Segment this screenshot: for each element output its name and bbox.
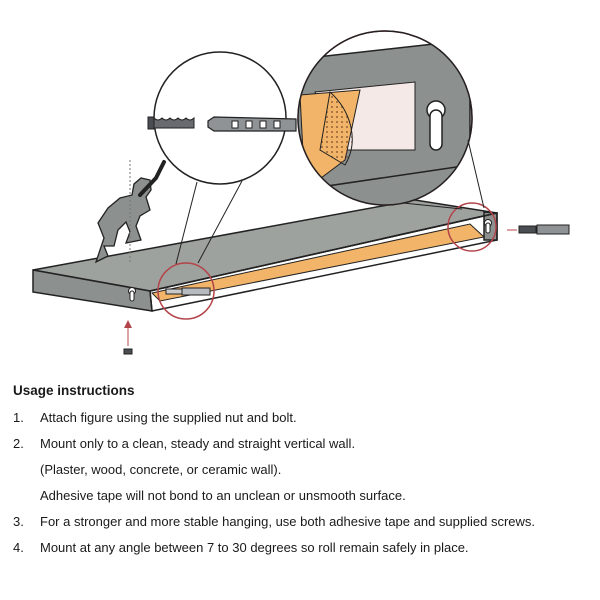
bolt-icon [147, 116, 195, 130]
instruction-step: Adhesive tape will not bond to an unclea… [13, 488, 593, 504]
step-text: Attach figure using the supplied nut and… [40, 410, 297, 425]
anchor-icon [207, 116, 297, 132]
step-text: (Plaster, wood, concrete, or ceramic wal… [40, 462, 282, 477]
arrow-icon [124, 320, 132, 346]
keyhole-icon [128, 287, 136, 302]
instruction-step: (Plaster, wood, concrete, or ceramic wal… [13, 462, 593, 478]
instruction-step: 4. Mount at any angle between 7 to 30 de… [13, 540, 593, 556]
step-number: 4. [13, 540, 24, 555]
keyhole-icon [426, 100, 446, 151]
screw-icon [165, 287, 211, 296]
step-number: 3. [13, 514, 24, 529]
mounting-illustration [32, 30, 570, 355]
instruction-step: 1. Attach figure using the supplied nut … [13, 410, 593, 426]
usage-instructions: Usage instructions 1. Attach figure usin… [13, 383, 593, 566]
instructions-heading: Usage instructions [13, 383, 135, 398]
instruction-step: 3. For a stronger and more stable hangin… [13, 514, 593, 530]
nut-icon [123, 348, 133, 355]
step-text: For a stronger and more stable hanging, … [40, 514, 536, 529]
step-number: 2. [13, 436, 24, 451]
screw-icon [507, 224, 570, 235]
keyhole-icon [484, 219, 492, 234]
step-text: Adhesive tape will not bond to an unclea… [40, 488, 406, 503]
step-number: 1. [13, 410, 24, 425]
figure-icon [94, 160, 166, 264]
step-number [13, 488, 40, 504]
shelf-illustration [32, 199, 498, 320]
instruction-step: 2. Mount only to a clean, steady and str… [13, 436, 593, 452]
step-text: Mount only to a clean, steady and straig… [40, 436, 356, 451]
step-number [13, 462, 40, 478]
step-text: Mount at any angle between 7 to 30 degre… [40, 540, 469, 555]
